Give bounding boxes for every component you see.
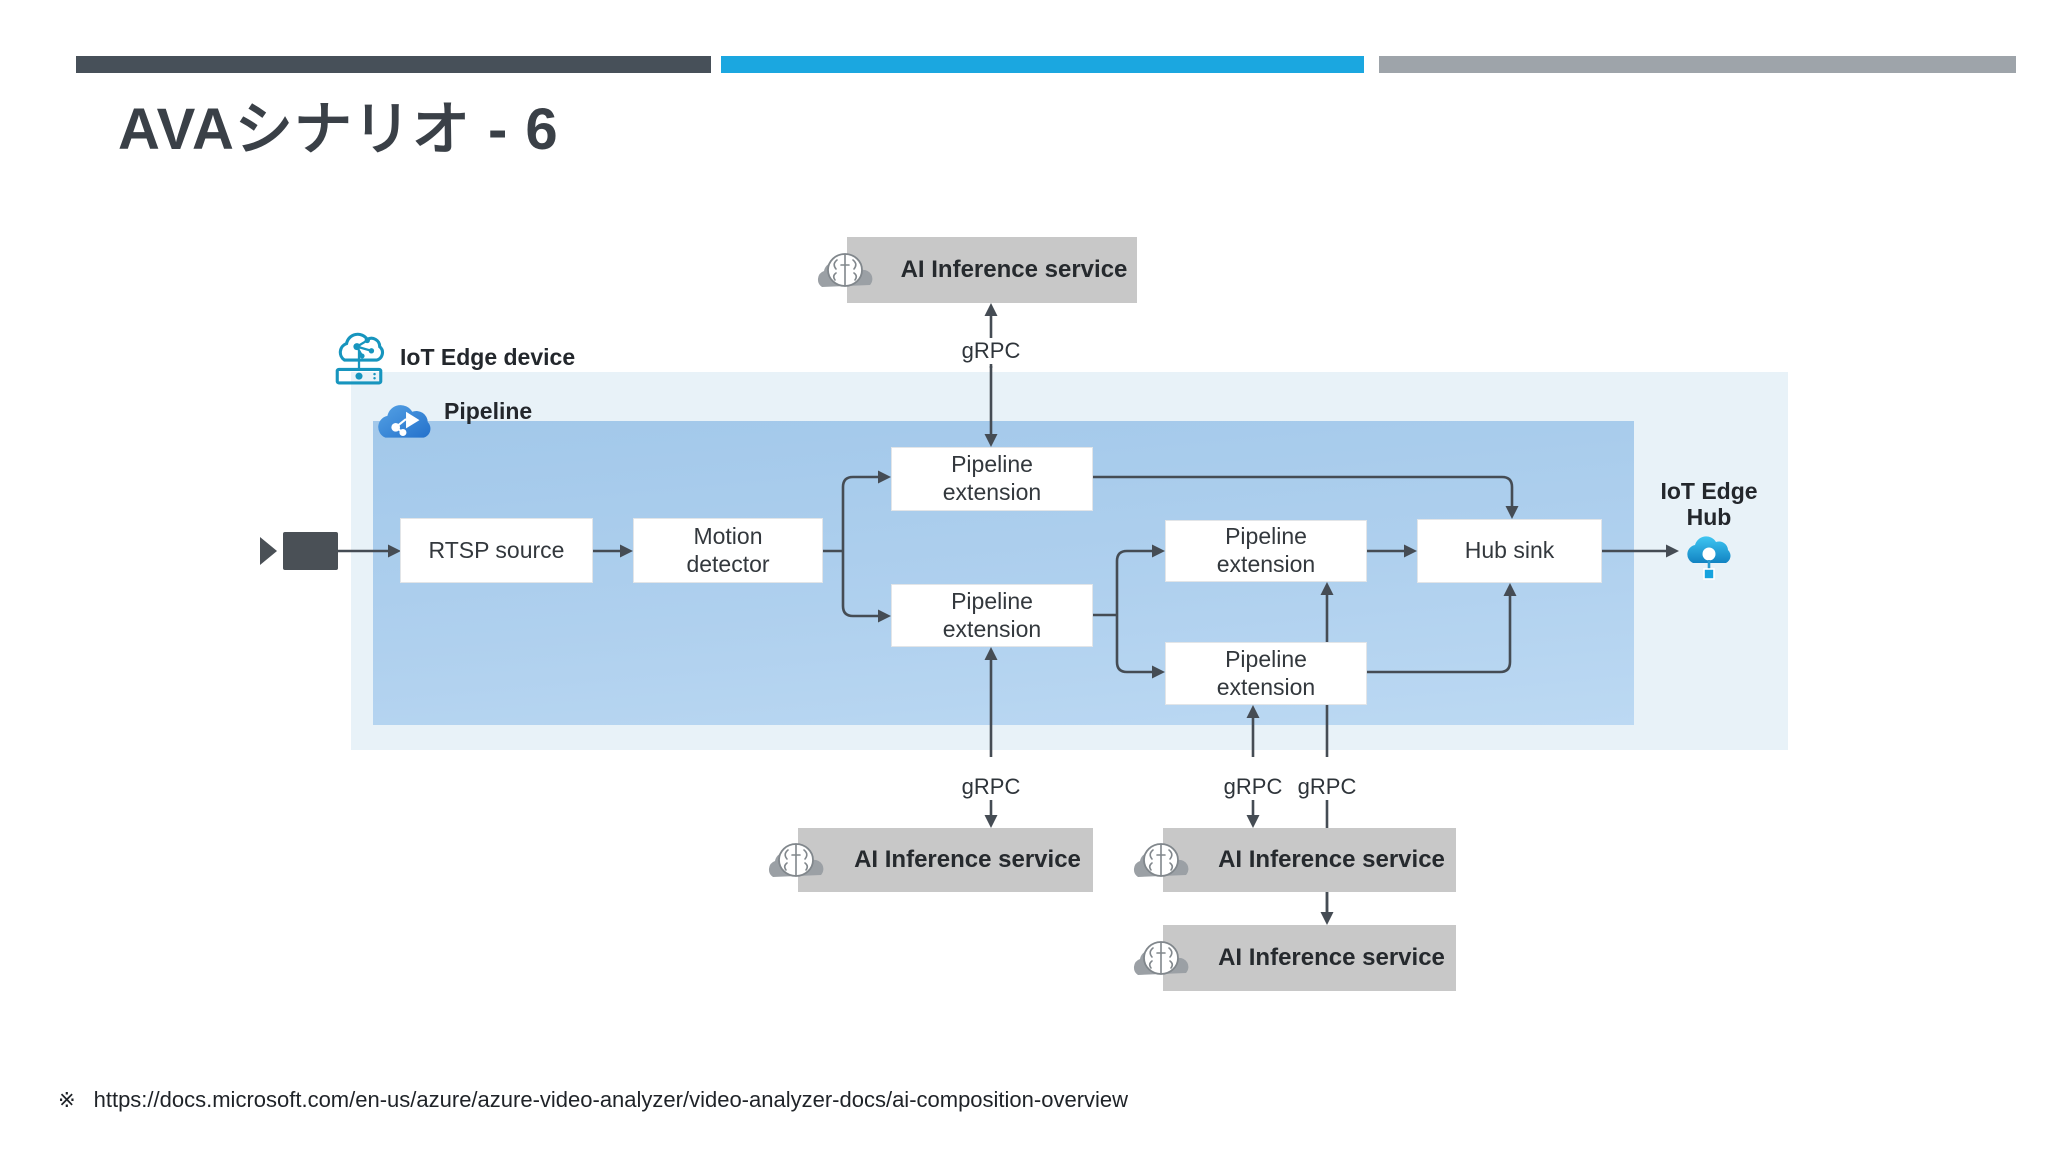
footer-url: https://docs.microsoft.com/en-us/azure/a… bbox=[93, 1087, 1129, 1112]
iot-edge-hub-label-line2: Hub bbox=[1686, 504, 1732, 531]
node-label: RTSP source bbox=[428, 536, 565, 563]
node-rtsp-source: RTSP source bbox=[400, 518, 593, 583]
node-label: Pipeline extension bbox=[942, 587, 1042, 642]
footer-reference: ※ https://docs.microsoft.com/en-us/azure/… bbox=[58, 1087, 1128, 1113]
node-label: Hub sink bbox=[1464, 537, 1555, 564]
video-camera-icon bbox=[260, 532, 338, 570]
edge-ext1-to-hubsink bbox=[1093, 475, 1519, 519]
node-motion-detector: Motion detector bbox=[633, 518, 823, 583]
node-pipeline-extension-3: Pipeline extension bbox=[1165, 520, 1367, 582]
edge-ext4-to-hubsink bbox=[1367, 583, 1517, 674]
accent-bar-dark bbox=[76, 56, 711, 73]
node-label: Motion detector bbox=[686, 522, 770, 577]
iot-edge-device-label: IoT Edge device bbox=[400, 344, 576, 370]
node-label: AI Inference service bbox=[900, 256, 1128, 283]
node-label: Pipeline extension bbox=[1216, 523, 1316, 577]
iot-edge-hub-label-line1: IoT Edge bbox=[1660, 478, 1758, 504]
edge-motion-to-ext1 bbox=[841, 470, 891, 551]
grpc-label-top: gRPC bbox=[957, 338, 1025, 364]
node-ai-inference-bottom-right: AI Inference service bbox=[1163, 925, 1456, 991]
grpc-label-bottom-left: gRPC bbox=[957, 774, 1025, 800]
node-label: AI Inference service bbox=[1218, 846, 1445, 873]
node-pipeline-extension-2: Pipeline extension bbox=[891, 584, 1093, 647]
edge-ext2-to-ext3 bbox=[1115, 544, 1165, 615]
node-label: AI Inference service bbox=[1218, 944, 1445, 971]
edge-motion-to-ext2 bbox=[841, 551, 891, 623]
accent-bar-gray bbox=[1379, 56, 2016, 73]
iot-edge-hub-cloud-icon bbox=[1686, 535, 1732, 581]
node-label: Pipeline extension bbox=[1216, 645, 1316, 700]
grpc-label-bottom-middle: gRPC bbox=[1219, 774, 1287, 800]
node-ai-inference-top: AI Inference service bbox=[847, 237, 1137, 303]
node-label: Pipeline extension bbox=[942, 451, 1042, 505]
node-pipeline-extension-4: Pipeline extension bbox=[1165, 642, 1367, 705]
ai-brain-icon bbox=[1133, 941, 1190, 976]
footer-marker: ※ bbox=[58, 1089, 76, 1112]
ai-brain-icon bbox=[1133, 843, 1190, 878]
ai-brain-icon bbox=[817, 253, 874, 288]
grpc-label-bottom-right: gRPC bbox=[1293, 774, 1361, 800]
node-ai-inference-bottom-left: AI Inference service bbox=[798, 828, 1093, 892]
ai-brain-icon bbox=[768, 843, 825, 878]
edge-ext2-to-ext4 bbox=[1115, 615, 1165, 679]
slide-title: AVAシナリオ - 6 bbox=[118, 97, 559, 162]
iot-edge-hub-label: IoT Edge Hub bbox=[1634, 478, 1784, 531]
node-ai-inference-middle-right: AI Inference service bbox=[1163, 828, 1456, 892]
node-pipeline-extension-1: Pipeline extension bbox=[891, 447, 1093, 511]
accent-bar-blue bbox=[721, 56, 1364, 73]
node-hub-sink: Hub sink bbox=[1417, 519, 1602, 583]
pipeline-label: Pipeline bbox=[444, 398, 533, 424]
pipeline-cloud-icon bbox=[377, 404, 432, 439]
iot-edge-device-icon bbox=[335, 332, 385, 385]
node-label: AI Inference service bbox=[854, 846, 1081, 873]
